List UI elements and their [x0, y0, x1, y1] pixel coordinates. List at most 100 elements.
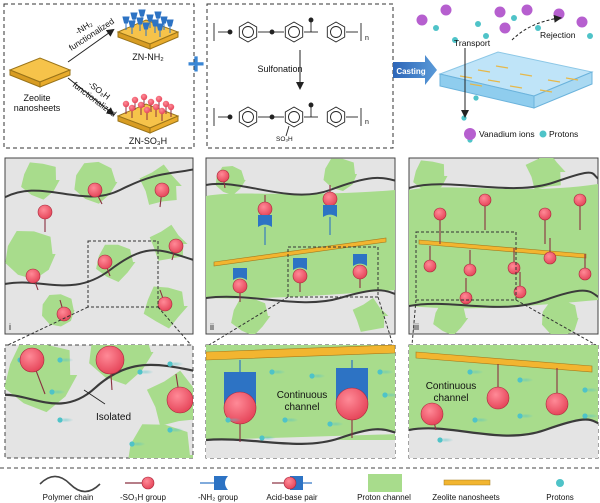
legend-proton-channel: Proton channel: [357, 493, 411, 502]
vanadium-legend-icon: [464, 128, 476, 140]
plus-sign: +: [187, 48, 205, 81]
oxygen: [227, 114, 233, 120]
bottom-legend: Polymer chain -SO₃H group -NH₂ group Aci…: [0, 467, 600, 502]
zn-so3h-label: ZN-SO₃H: [129, 136, 167, 146]
repeat-n-top: n: [365, 35, 369, 42]
proton: [437, 437, 443, 443]
polymer-chain: [409, 418, 598, 437]
proton-channel: [206, 190, 395, 299]
nh2-group: [151, 19, 159, 27]
slab-nanosheet: [459, 75, 473, 79]
aromatic-circle: [330, 111, 342, 123]
proton: [377, 369, 383, 375]
so3h-group: [463, 263, 477, 277]
vanadium-ion: [499, 22, 511, 34]
so3h-group: [158, 107, 166, 115]
panel-iii-label: iii: [413, 322, 419, 332]
polymer-chain: [409, 171, 598, 190]
aromatic-circle: [288, 26, 300, 38]
zeolite-label-2: nanosheets: [14, 103, 61, 113]
so3h-group: [223, 391, 257, 425]
slab-nanosheet: [565, 77, 579, 81]
nh2-group: [130, 12, 138, 20]
proton: [167, 427, 173, 433]
nh2-group: [353, 254, 367, 266]
panel-i-label: i: [9, 322, 11, 332]
nh2-group: [128, 20, 136, 28]
zeolite-nanosheet: [415, 351, 593, 373]
polymer-chain: [206, 176, 395, 196]
nh2-group: [160, 16, 168, 24]
proton: [582, 387, 588, 393]
proton: [327, 421, 333, 427]
proton: [467, 369, 473, 375]
nh2-group: [138, 9, 146, 17]
zoom-connectors: [7, 296, 597, 346]
so3h-group: [56, 306, 72, 322]
benzene-ring: [238, 21, 258, 43]
panel-ii-label: ii: [210, 322, 214, 332]
zoom-panel-ii: Continuous channel: [205, 344, 396, 459]
vanadium-legend-label: Vanadium ions: [479, 129, 535, 139]
so3h-group-icon: [141, 476, 155, 490]
svg-text:functionalized: functionalized: [67, 16, 116, 53]
gray-region: [409, 419, 598, 458]
proton: [57, 357, 63, 363]
slab-nanosheet: [477, 69, 491, 73]
so3h-group: [37, 204, 53, 220]
slab-nanosheet: [495, 65, 509, 69]
zeolite-nanosheet: [213, 237, 387, 267]
so3h-group: [122, 100, 130, 108]
nh2-arrow: [67, 28, 115, 63]
isolated-label: Isolated: [96, 412, 131, 423]
proton: [57, 417, 63, 423]
nh2-group: [258, 215, 272, 227]
oxygen: [269, 29, 275, 35]
so3h-group: [486, 386, 510, 410]
so3h-group: [292, 268, 308, 284]
proton: [587, 33, 593, 39]
so3h-group: [335, 387, 369, 421]
sulfonation-label: Sulfonation: [257, 64, 302, 74]
proton: [137, 369, 143, 375]
zoom-panel-iii: Continuous channel: [408, 344, 599, 459]
so3h-group: [578, 267, 592, 281]
benzene-ring: [326, 21, 346, 43]
proton: [382, 392, 388, 398]
so3h-group: [143, 106, 151, 114]
protons-legend-label: Protons: [549, 129, 578, 139]
so3h-group: [19, 347, 45, 373]
vanadium-ion: [521, 4, 533, 16]
so3h-group: [232, 278, 248, 294]
so3h-group: [25, 268, 41, 284]
nh2-group: [136, 17, 144, 25]
legend-polymer-chain: Polymer chain: [43, 493, 94, 502]
vanadium-ion: [440, 4, 452, 16]
vanadium-ion: [576, 16, 588, 28]
proton: [269, 369, 275, 375]
so3h-group: [167, 103, 175, 111]
panel-i: i: [4, 157, 194, 335]
panel-ii-zoom-box: [287, 246, 379, 298]
so3h-group: [433, 207, 447, 221]
proton: [483, 33, 489, 39]
zeolite-nanosheet: [206, 345, 395, 361]
continuous-channel-label-iii: Continuous: [426, 381, 477, 392]
zeolite-label: Zeolite: [23, 93, 50, 103]
proton-channel: [128, 424, 193, 458]
so3h-group: [168, 238, 184, 254]
so3h-bond: [285, 125, 290, 137]
casting-label: Casting: [396, 67, 425, 76]
protons-icon: [556, 479, 564, 487]
proton: [461, 115, 467, 121]
so3h-group: [97, 254, 113, 270]
proton: [517, 413, 523, 419]
nh2-group: [142, 22, 150, 30]
proton: [129, 441, 135, 447]
slab-nanosheet: [469, 83, 483, 87]
so3h-group: [420, 402, 444, 426]
so3h-group: [545, 392, 569, 416]
continuous-channel-label-iii-2: channel: [433, 393, 468, 404]
so3h-group: [137, 101, 145, 109]
nh2-group: [233, 268, 247, 280]
